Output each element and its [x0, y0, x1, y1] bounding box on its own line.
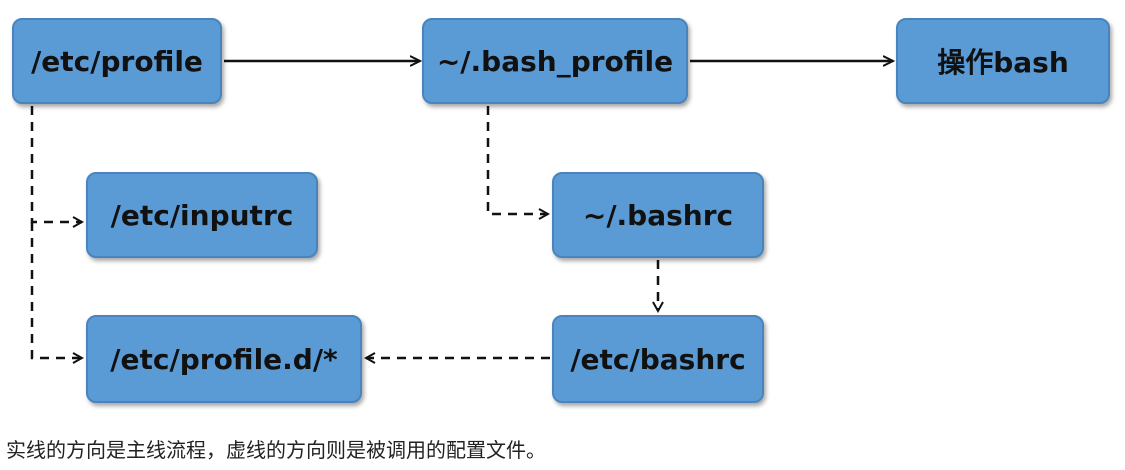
node-etc-profile: /etc/profile — [12, 18, 222, 104]
diagram-edges — [30, 0, 1125, 420]
edge-bash-profile-to-bashrc — [486, 106, 548, 214]
edge-etc-profile-to-profile-d — [30, 222, 82, 358]
node-home-bashrc-label: ~/.bashrc — [582, 198, 734, 232]
node-etc-bashrc-label: /etc/bashrc — [570, 342, 746, 376]
node-operate-bash-label: 操作bash — [937, 46, 1069, 79]
node-operate-bash: 操作bash — [896, 18, 1110, 104]
node-etc-profile-label: /etc/profile — [31, 44, 203, 78]
bash-config-flow-diagram: /etc/profile ~/.bash_profile 操作bash /etc… — [12, 0, 1125, 420]
node-etc-inputrc: /etc/inputrc — [86, 172, 318, 258]
node-bash-profile-label: ~/.bash_profile — [436, 44, 674, 78]
diagram-caption: 实线的方向是主线流程，虚线的方向则是被调用的配置文件。 — [6, 438, 546, 462]
node-bash-profile: ~/.bash_profile — [422, 18, 688, 104]
node-home-bashrc: ~/.bashrc — [552, 172, 764, 258]
node-etc-inputrc-label: /etc/inputrc — [110, 198, 294, 232]
node-etc-profile-d-label: /etc/profile.d/* — [110, 342, 338, 376]
edge-etc-profile-to-inputrc — [30, 106, 82, 222]
node-etc-bashrc: /etc/bashrc — [552, 315, 764, 403]
node-etc-profile-d: /etc/profile.d/* — [86, 315, 362, 403]
